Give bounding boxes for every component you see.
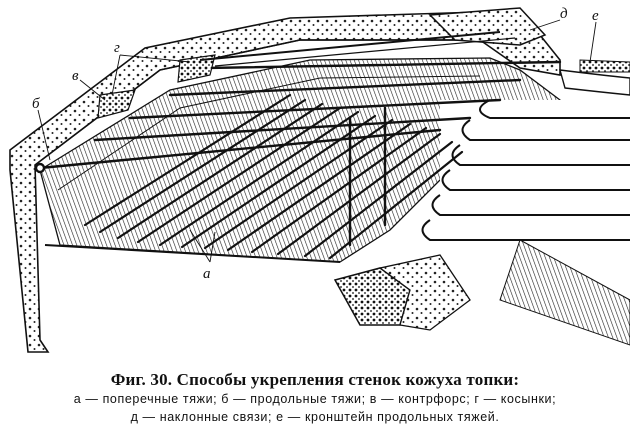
caption-title: Фиг. 30. Способы укрепления стенок кожух…	[110, 370, 520, 389]
label-e: е	[592, 8, 599, 24]
label-g: г	[114, 40, 120, 56]
top-inclined-stay	[199, 7, 547, 67]
boiler-tubes	[421, 59, 630, 346]
figure-caption: Фиг. 30. Способы укрепления стенок кожух…	[0, 370, 630, 426]
bottom-bracket	[333, 254, 471, 331]
leader-lines	[37, 19, 597, 263]
label-v: в	[72, 68, 79, 84]
caption-legend-line-2: д — наклонные связи; е — кронштейн продо…	[130, 410, 500, 424]
transverse-stays	[83, 93, 464, 260]
label-b: б	[32, 96, 40, 112]
label-d: д	[560, 6, 568, 22]
longitudinal-stays	[34, 60, 562, 247]
label-a: а	[203, 266, 211, 282]
caption-legend-line-1: а — поперечные тяжи; б — продольные тяжи…	[73, 392, 557, 406]
firebox-engraving: а б в г д е	[9, 6, 630, 353]
